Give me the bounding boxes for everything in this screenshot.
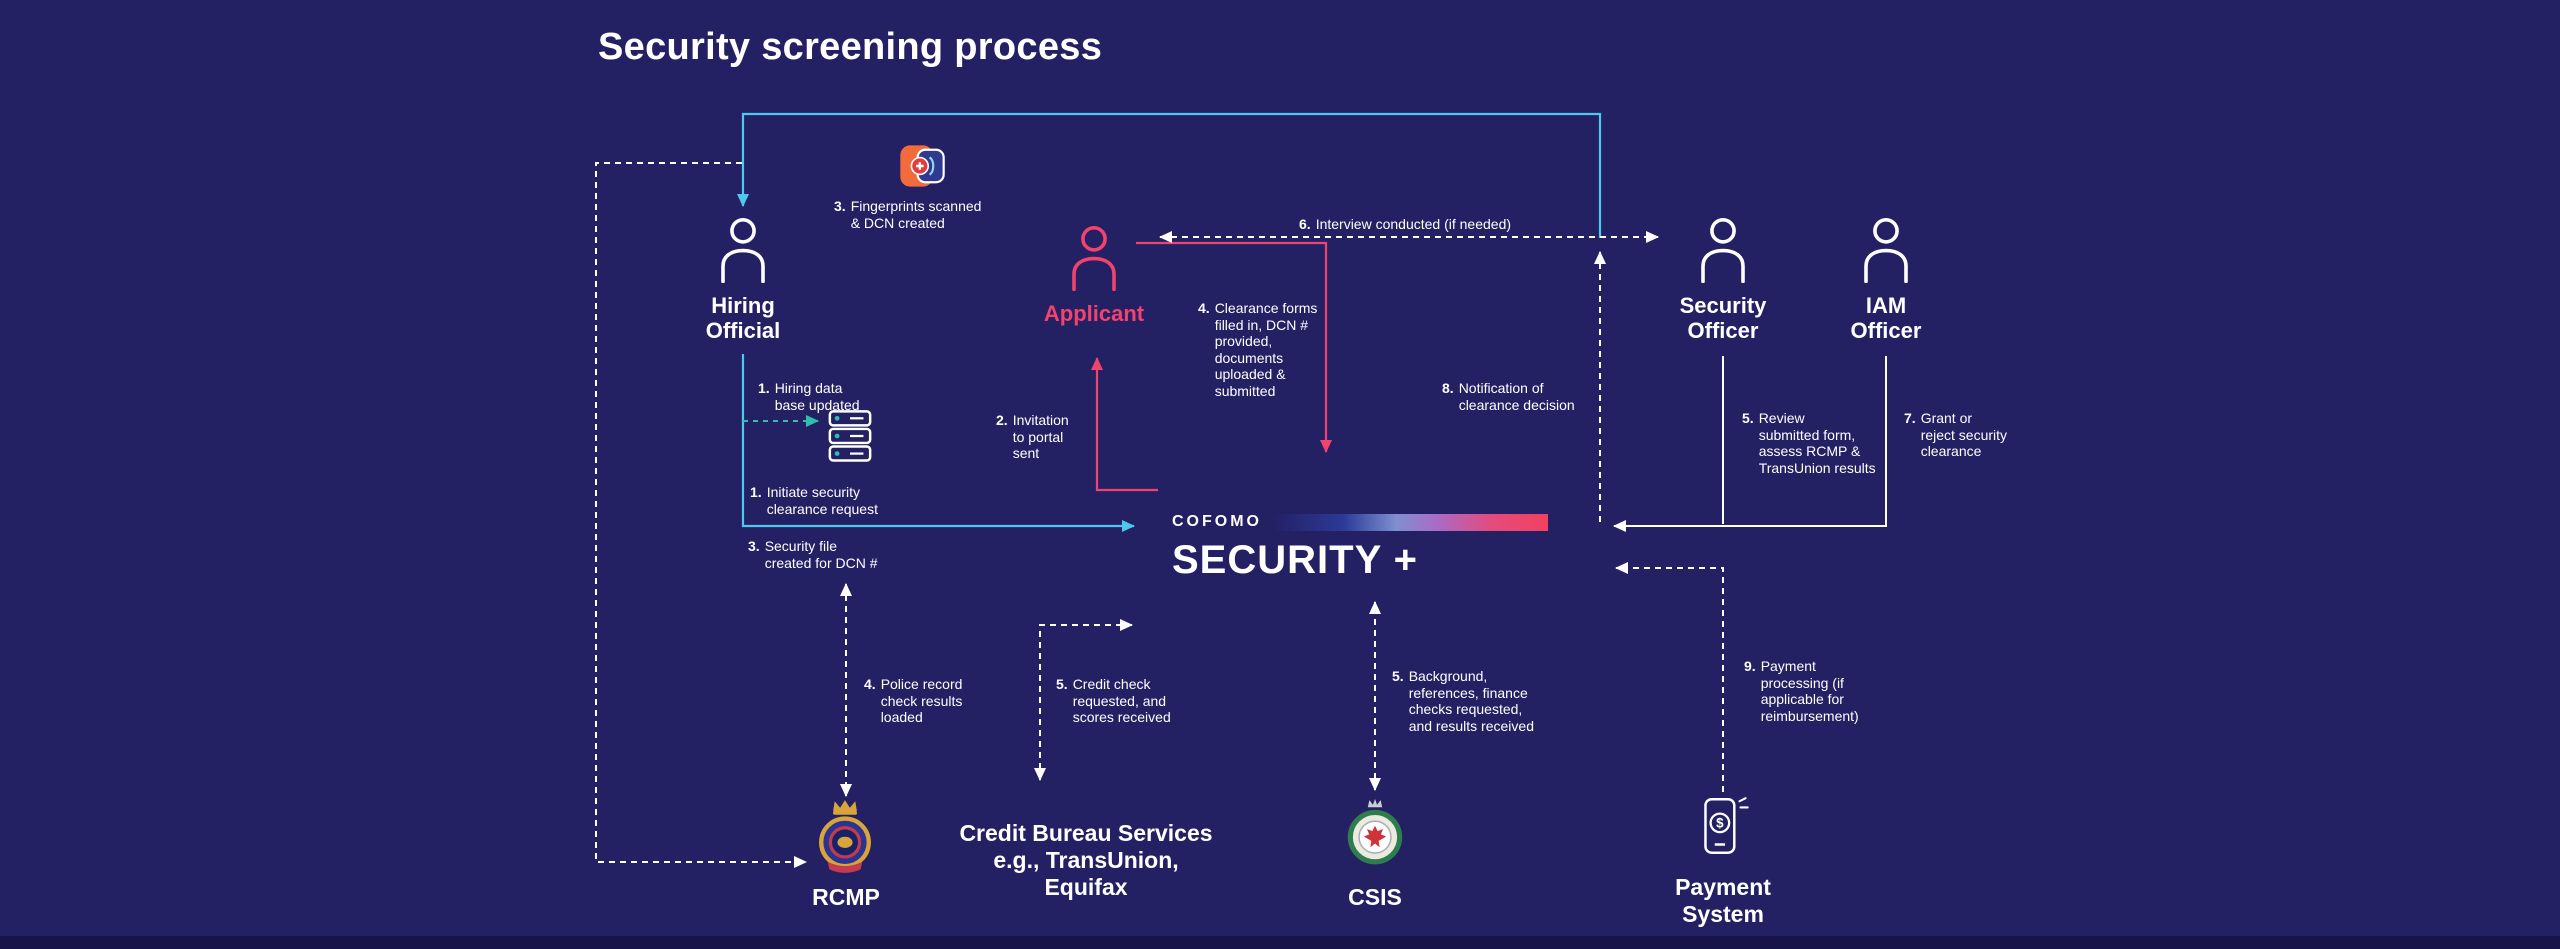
person-icon xyxy=(721,217,765,283)
line-clearance-forms xyxy=(1136,241,1332,453)
line-credit-check xyxy=(1034,619,1133,781)
csis-crest-icon xyxy=(1347,797,1403,874)
flow-label-credit-check: 5. Credit check requested, and scores re… xyxy=(1056,676,1171,726)
step-number: 9. xyxy=(1744,658,1756,674)
step-number: 5. xyxy=(1392,668,1404,684)
line-hiring-to-rcmp xyxy=(595,162,807,868)
line-invitation xyxy=(1091,357,1158,492)
org-label-payment-system: Payment System xyxy=(1675,874,1771,927)
flow-label-review: 5. Review submitted form, assess RCMP & … xyxy=(1742,410,1876,476)
brand-gradient-bar xyxy=(1272,513,1548,531)
step-text: Hiring data base updated xyxy=(774,380,860,413)
flow-label-fingerprints: 3. Fingerprints scanned & DCN created xyxy=(834,198,981,231)
brand-company-name: COFOMO xyxy=(1172,513,1262,530)
flow-label-invitation: 2. Invitation to portal sent xyxy=(996,412,1069,462)
database-icon xyxy=(826,408,874,469)
svg-text:$: $ xyxy=(1716,816,1724,831)
actor-applicant: Applicant xyxy=(1029,224,1159,326)
rcmp-crest-icon xyxy=(812,798,878,883)
step-text: Interview conducted (if needed) xyxy=(1315,216,1512,232)
step-number: 5. xyxy=(1742,410,1754,426)
step-text: Payment processing (if applicable for re… xyxy=(1760,658,1859,724)
step-text: Review submitted form, assess RCMP & Tra… xyxy=(1758,410,1876,476)
flow-label-hiring-database: 1. Hiring data base updated xyxy=(758,380,860,413)
flow-label-background-checks: 5. Background, references, finance check… xyxy=(1392,668,1534,734)
org-label-credit-bureau: Credit Bureau Services e.g., TransUnion,… xyxy=(959,820,1213,900)
actor-label: Hiring Official xyxy=(705,293,781,343)
step-number: 8. xyxy=(1442,380,1454,396)
cofomo-security-logo: COFOMO SECURITY + xyxy=(1172,513,1548,583)
payment-phone-icon: $ xyxy=(1698,792,1750,867)
flow-label-notification: 8. Notification of clearance decision xyxy=(1442,380,1575,413)
actor-hiring-official: Hiring Official xyxy=(678,216,808,343)
fingerprint-scanner-icon xyxy=(896,140,948,197)
step-number: 7. xyxy=(1904,410,1916,426)
step-text: Police record check results loaded xyxy=(880,676,963,725)
step-text: Notification of clearance decision xyxy=(1458,380,1575,413)
step-text: Invitation to portal sent xyxy=(1012,412,1069,461)
org-label-rcmp: RCMP xyxy=(812,884,880,910)
bottom-edge-strip xyxy=(0,936,2560,949)
step-number: 5. xyxy=(1056,676,1068,692)
step-text: Fingerprints scanned & DCN created xyxy=(850,198,982,231)
flow-label-grant: 7. Grant or reject security clearance xyxy=(1904,410,2007,460)
step-number: 4. xyxy=(864,676,876,692)
line-initiate-request xyxy=(741,354,1135,532)
flow-label-police-record: 4. Police record check results loaded xyxy=(864,676,962,726)
step-text: Initiate security clearance request xyxy=(766,484,878,517)
flow-label-payment: 9. Payment processing (if applicable for… xyxy=(1744,658,1859,724)
line-fingerprint-dcn xyxy=(737,112,1602,238)
step-number: 2. xyxy=(996,412,1008,428)
flow-label-clearance-forms: 4. Clearance forms filled in, DCN # prov… xyxy=(1198,300,1317,399)
actor-label: IAM Officer xyxy=(1850,293,1922,343)
flow-label-initiate-request: 1. Initiate security clearance request xyxy=(750,484,878,517)
flow-label-security-file: 3. Security file created for DCN # xyxy=(748,538,878,571)
step-text: Clearance forms filled in, DCN # provide… xyxy=(1214,300,1318,399)
step-number: 3. xyxy=(748,538,760,554)
brand-product-name: SECURITY + xyxy=(1172,538,1418,582)
line-payment xyxy=(1615,562,1724,792)
step-number: 6. xyxy=(1299,216,1311,232)
step-number: 1. xyxy=(758,380,770,396)
step-number: 4. xyxy=(1198,300,1210,316)
page-title: Security screening process xyxy=(598,26,1103,68)
step-text: Security file created for DCN # xyxy=(764,538,878,571)
flow-label-interview: 6. Interview conducted (if needed) xyxy=(1299,216,1511,233)
person-icon xyxy=(1701,217,1745,283)
actor-security-officer: Security Officer xyxy=(1658,216,1788,343)
person-icon xyxy=(1864,217,1908,283)
step-number: 1. xyxy=(750,484,762,500)
step-text: Background, references, finance checks r… xyxy=(1408,668,1534,734)
step-text: Credit check requested, and scores recei… xyxy=(1072,676,1171,725)
line-iam-officer-review xyxy=(1613,356,1887,532)
person-icon xyxy=(1072,225,1116,291)
step-number: 3. xyxy=(834,198,846,214)
actor-label: Security Officer xyxy=(1679,293,1767,343)
actor-iam-officer: IAM Officer xyxy=(1821,216,1951,343)
step-text: Grant or reject security clearance xyxy=(1920,410,2008,459)
org-label-csis: CSIS xyxy=(1348,884,1402,910)
actor-label: Applicant xyxy=(1043,301,1145,326)
